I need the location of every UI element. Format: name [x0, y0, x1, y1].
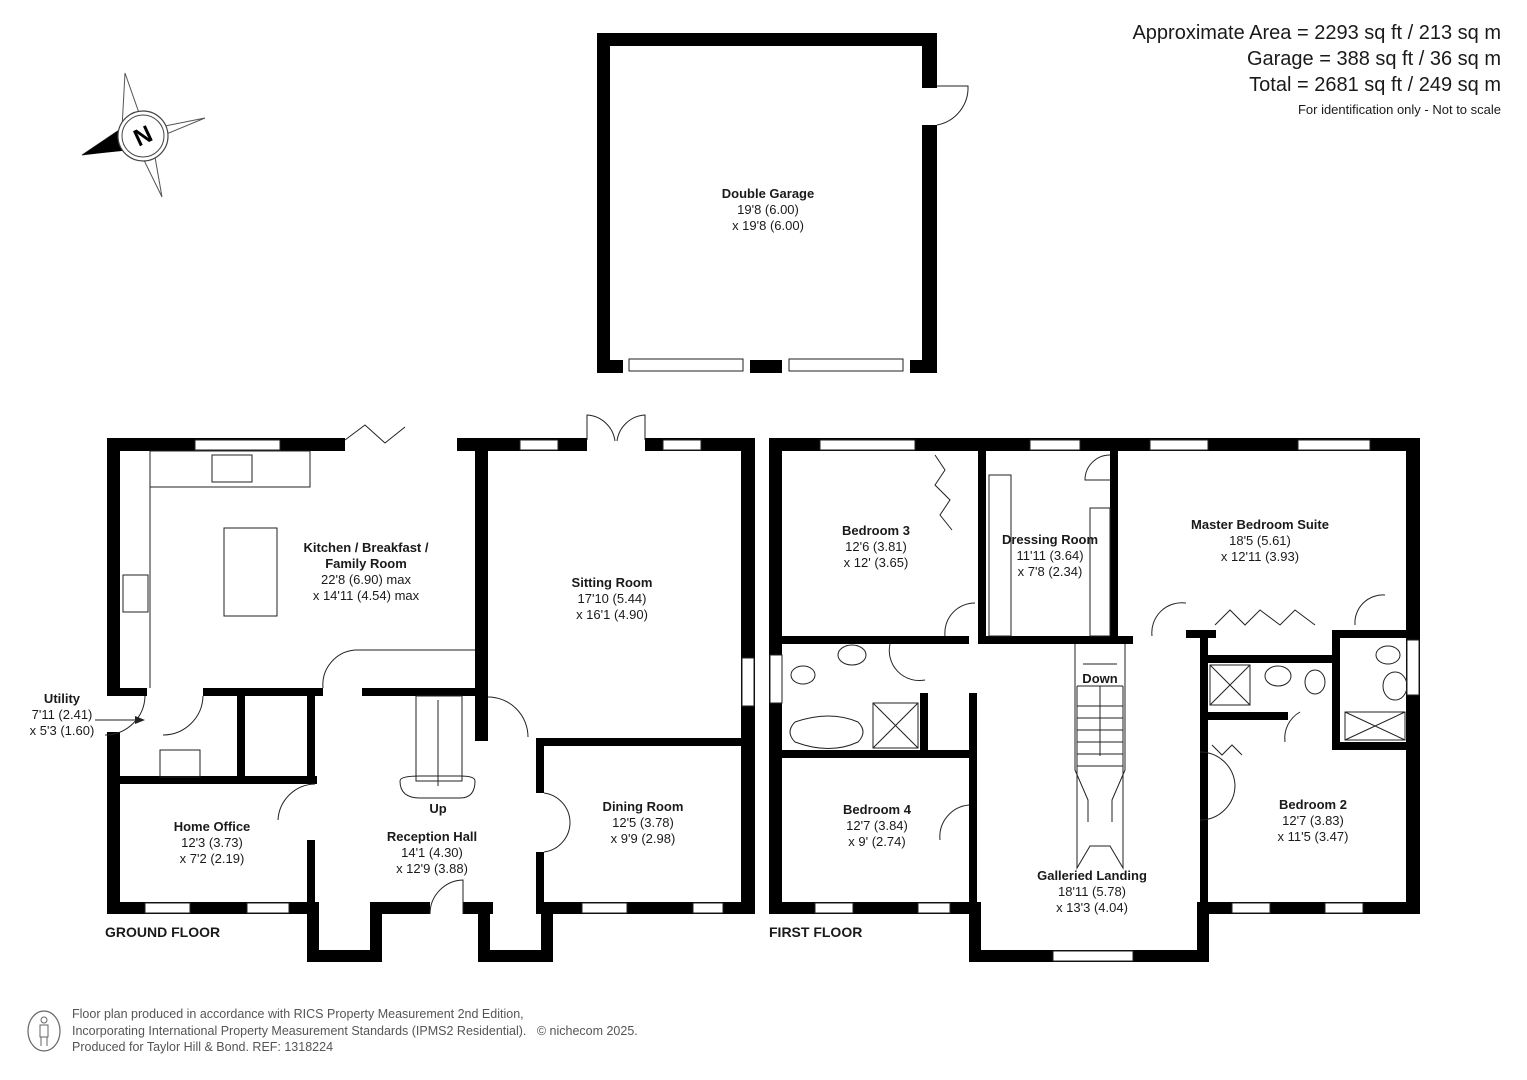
stairs-up-label: Up [429, 801, 447, 816]
garage-area: Garage = 388 sq ft / 36 sq m [1246, 48, 1501, 70]
area-summary: Approximate Area = 2293 sq ft / 213 sq m… [1132, 20, 1501, 122]
utility-arrow-icon [95, 716, 145, 724]
room-label-dining-room: Dining Room 12'5 (3.78) x 9'9 (2.98) [602, 799, 684, 846]
approximate-area: Approximate Area = 2293 sq ft / 213 sq m [1132, 22, 1501, 44]
room-label-galleried-landing: Galleried Landing 18'11 (5.78) x 13'3 (4… [1037, 868, 1147, 915]
room-label-master-bedroom: Master Bedroom Suite 18'5 (5.61) x 12'11… [1191, 517, 1329, 564]
total-area: Total = 2681 sq ft / 249 sq m [1249, 74, 1501, 96]
garage-walls [597, 33, 969, 373]
room-label-double-garage: Double Garage 19'8 (6.00) x 19'8 (6.00) [721, 186, 815, 233]
copyright: © nichecom 2025. [536, 1023, 638, 1038]
room-label-kitchen: Kitchen / Breakfast / Family Room 22'8 (… [303, 540, 429, 603]
room-label-utility: Utility 7'11 (2.41) x 5'3 (1.60) [29, 691, 95, 738]
ground-floor-title: GROUND FLOOR [105, 924, 221, 940]
room-label-home-office: Home Office 12'3 (3.73) x 7'2 (2.19) [173, 819, 251, 866]
scale-disclaimer: For identification only - Not to scale [1297, 102, 1501, 117]
first-floor-walls [769, 438, 1420, 962]
room-label-dressing-room: Dressing Room 11'11 (3.64) x 7'8 (2.34) [1001, 532, 1099, 579]
footer-line-1: Floor plan produced in accordance with R… [72, 1007, 524, 1021]
stairs-down-label: Down [1082, 671, 1118, 686]
person-measurement-icon [27, 1010, 61, 1052]
footer-line-3: Produced for Taylor Hill & Bond. REF: 13… [72, 1040, 334, 1054]
room-label-bedroom-2: Bedroom 2 12'7 (3.83) x 11'5 (3.47) [1277, 797, 1349, 844]
north-arrow-icon: N [81, 72, 206, 198]
footer-line-2: Incorporating International Property Mea… [72, 1023, 638, 1038]
room-label-sitting-room: Sitting Room 17'10 (5.44) x 16'1 (4.90) [571, 575, 653, 622]
footer-credits: Floor plan produced in accordance with R… [72, 1006, 638, 1056]
ground-floor-walls [104, 414, 755, 962]
room-label-bedroom-4: Bedroom 4 12'7 (3.84) x 9' (2.74) [843, 802, 911, 849]
room-label-bedroom-3: Bedroom 3 12'6 (3.81) x 12' (3.65) [842, 523, 910, 570]
first-floor-title: FIRST FLOOR [769, 924, 863, 940]
room-label-reception-hall: Reception Hall 14'1 (4.30) x 12'9 (3.88) [386, 829, 478, 876]
